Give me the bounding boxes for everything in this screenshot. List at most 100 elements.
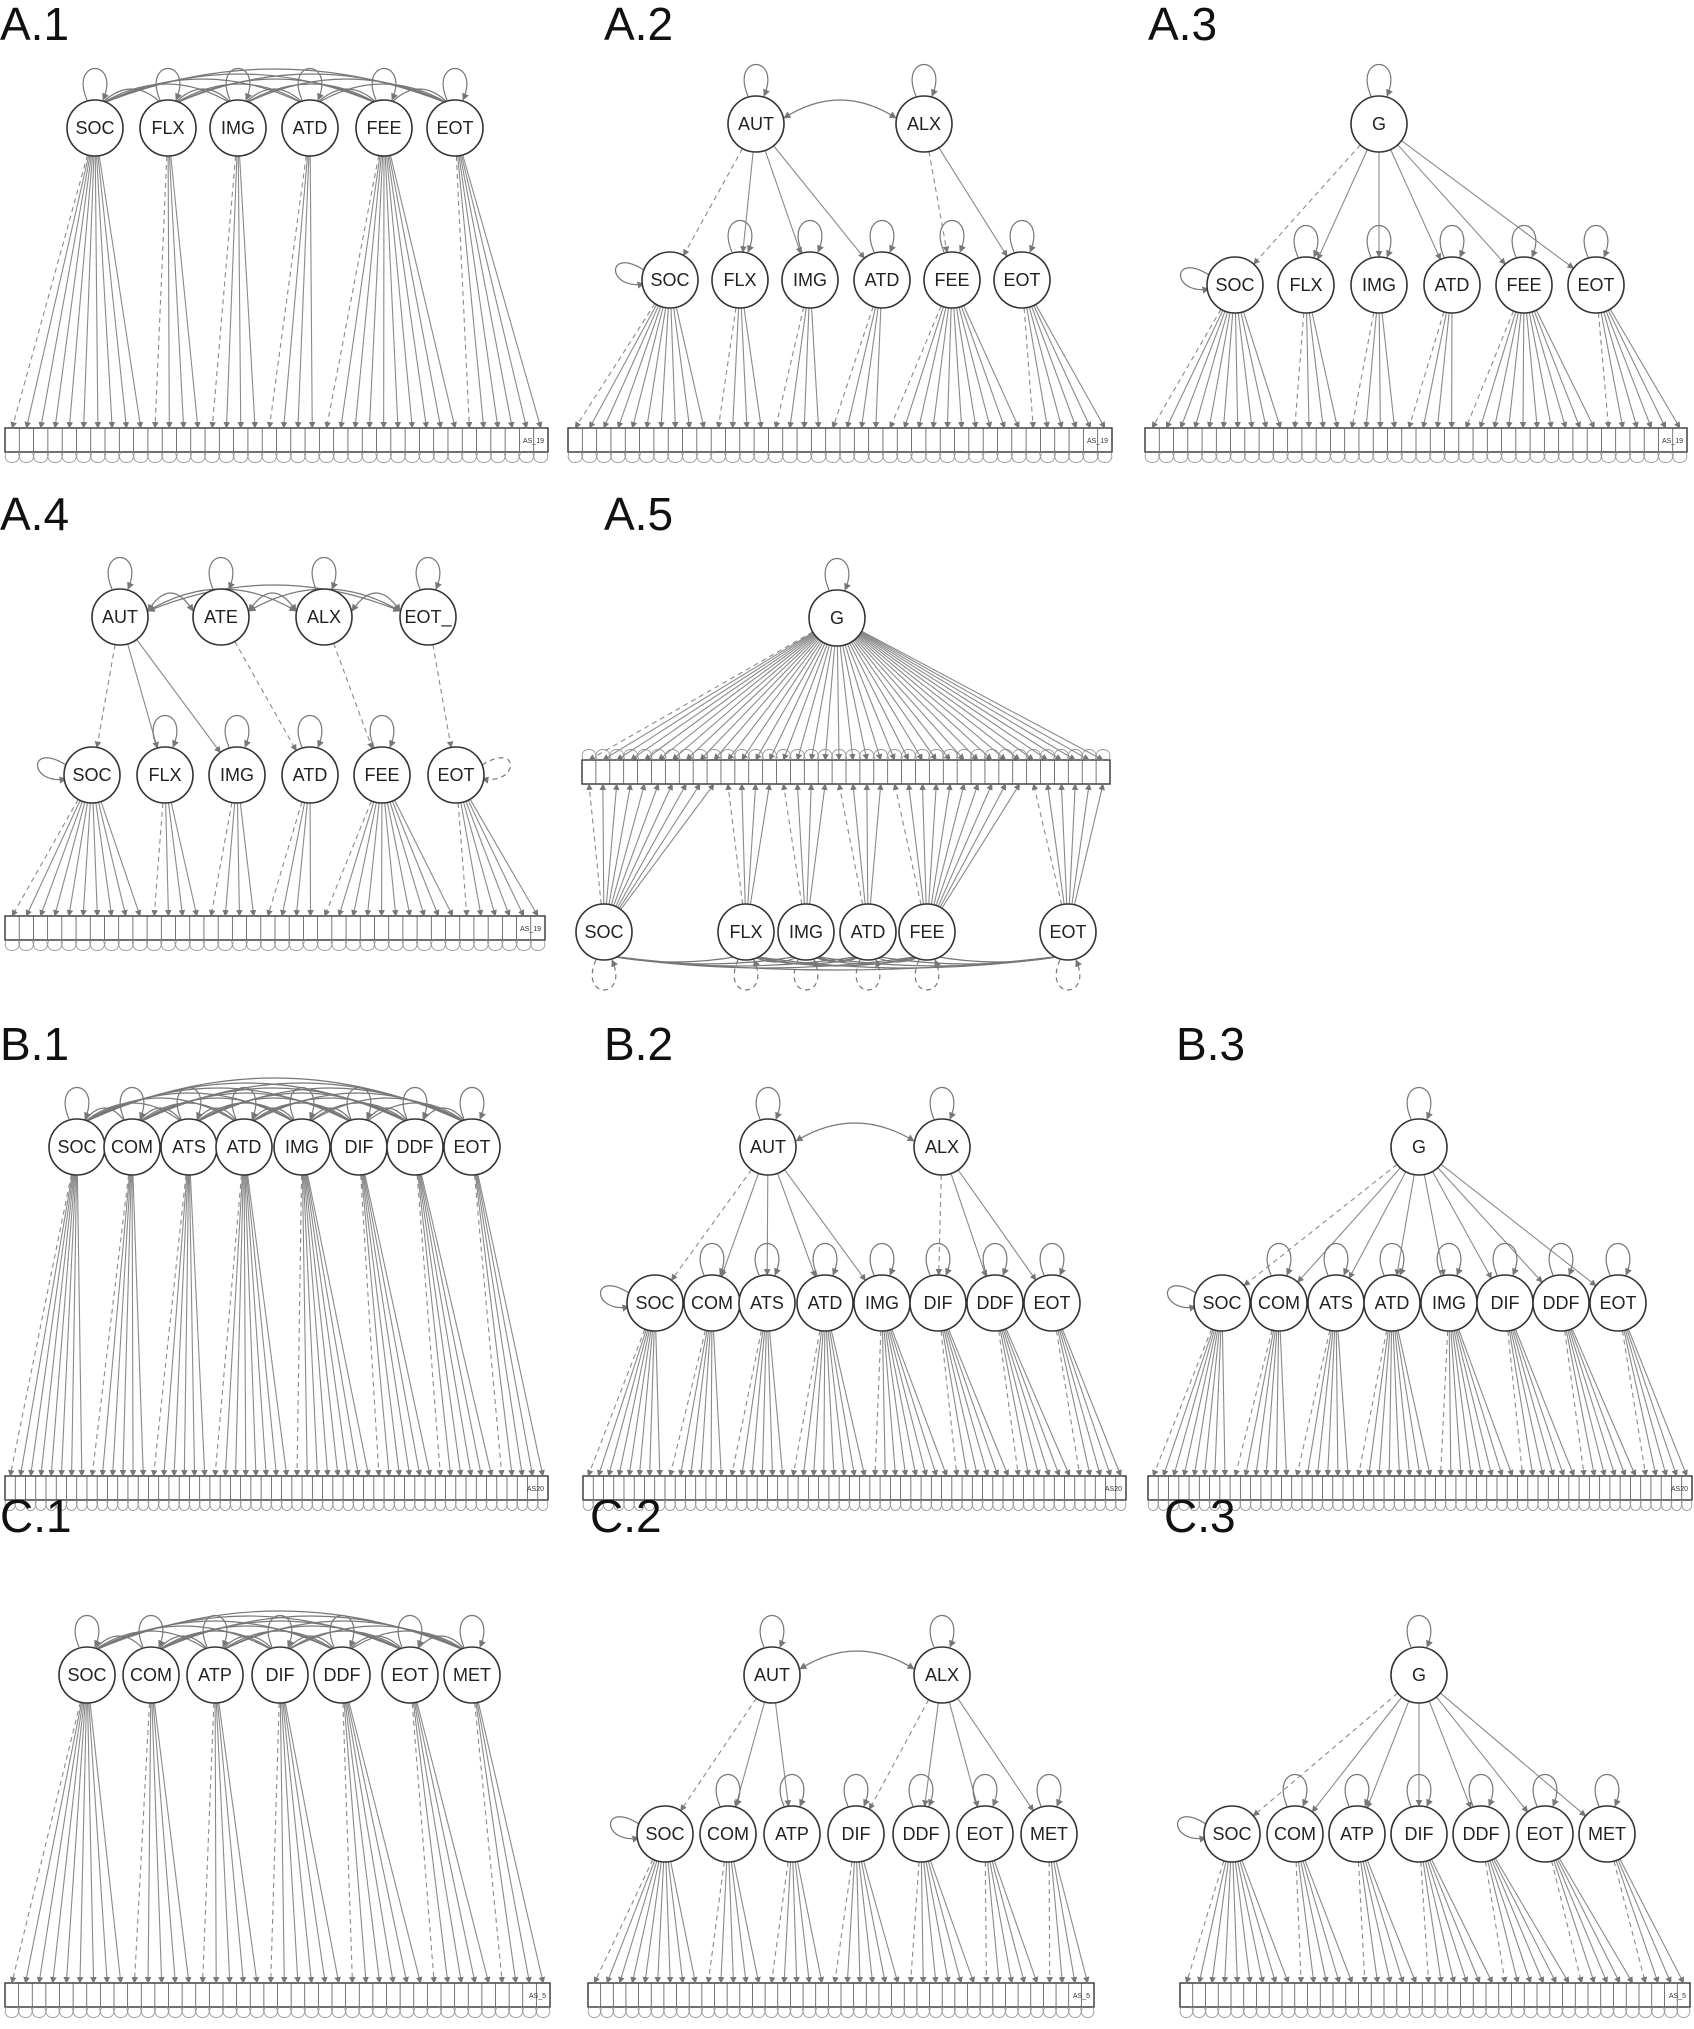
factor-node: IMG	[853, 1274, 911, 1332]
loading-path	[419, 1174, 474, 1477]
residual-loop	[734, 749, 750, 761]
residual-loop	[1485, 2006, 1500, 2018]
loading-path	[928, 783, 940, 905]
variance-loop	[346, 1086, 373, 1120]
loading-path	[1450, 1330, 1464, 1477]
factor-label: MET	[1588, 1824, 1626, 1844]
higher-order-path	[922, 1702, 939, 1807]
factor-label: G	[1412, 1137, 1426, 1157]
loading-path	[907, 1861, 920, 1984]
residual-loop	[1640, 1499, 1652, 1511]
loading-path	[1362, 1861, 1393, 1984]
variance-loop	[1406, 1773, 1433, 1807]
residual-loop	[1465, 1499, 1477, 1511]
residual-loop	[1574, 2006, 1589, 2018]
loading-path	[416, 1701, 491, 1984]
loading-path	[743, 307, 764, 429]
residual-loop	[1105, 1499, 1117, 1511]
factor-node: SOC	[66, 99, 124, 157]
loading-path	[1300, 1861, 1329, 1984]
loading-path	[903, 306, 944, 429]
residual-loop	[1562, 2006, 1576, 2018]
higher-order-path	[935, 1174, 943, 1276]
factor-node: ATD	[281, 746, 339, 804]
factor-label: ATD	[293, 118, 328, 138]
residual-loop	[1447, 2006, 1461, 2018]
loading-path	[673, 307, 693, 429]
residual-loop	[1536, 2006, 1551, 2018]
general-factor-path	[861, 630, 1104, 761]
loading-path	[364, 1174, 433, 1477]
higher-order-path	[136, 639, 221, 754]
loading-path	[937, 783, 993, 907]
residual-loop	[481, 2006, 496, 2018]
variance-loop	[733, 959, 760, 991]
factor-label: ATS	[172, 1137, 206, 1157]
higher-order-path	[784, 1169, 866, 1281]
loading-path	[151, 155, 168, 429]
loading-path	[1366, 1330, 1389, 1477]
factor-node: COM	[699, 1805, 757, 1863]
loading-path	[1071, 783, 1092, 905]
loading-path	[1627, 1328, 1688, 1477]
loading-path	[670, 307, 679, 429]
residual-loop	[522, 2006, 537, 2018]
variance-loop	[107, 556, 134, 590]
loading-path	[87, 1702, 97, 1984]
residual-loop	[18, 2006, 33, 2018]
residual-loop	[828, 2006, 842, 2018]
general-factor-path	[671, 635, 817, 761]
loading-path	[88, 1702, 111, 1984]
residual-loop	[506, 1499, 518, 1511]
general-factor-path	[850, 641, 923, 761]
loading-path	[810, 1330, 824, 1477]
factor-covariance	[82, 1107, 127, 1124]
panel-label: A.1	[0, 0, 69, 50]
loading-path	[1243, 1330, 1275, 1477]
factor-node: IMG	[781, 251, 839, 309]
residual-loop	[118, 939, 134, 951]
general-factor-path	[859, 633, 1049, 761]
factor-node: ATD	[1423, 256, 1481, 314]
loading-path	[10, 154, 89, 429]
loading-path	[1526, 312, 1540, 429]
factor-label: AUT	[102, 607, 138, 627]
loading-path	[588, 304, 658, 429]
loading-path	[129, 1174, 137, 1477]
factor-node: ATD	[839, 903, 897, 961]
loading-path	[794, 783, 805, 905]
higher-order-path	[94, 644, 116, 749]
factor-label: DDF	[903, 1824, 940, 1844]
loading-path	[1152, 1328, 1213, 1477]
residual-loop	[582, 451, 597, 463]
factor-node: DDF	[1532, 1274, 1590, 1332]
factor-label: DIF	[1405, 1824, 1434, 1844]
loading-path	[1434, 312, 1450, 429]
loading-path	[1568, 1329, 1617, 1477]
higher-order-path	[1252, 1692, 1399, 1817]
factor-label: ATS	[750, 1293, 784, 1313]
loading-path	[1456, 1329, 1504, 1477]
loading-path	[869, 783, 884, 905]
residual-loop	[1676, 2006, 1691, 2018]
residual-loop	[1012, 749, 1027, 761]
residual-loop	[1030, 2006, 1044, 2018]
residual-loop	[290, 451, 306, 463]
residual-loop	[979, 2006, 994, 2018]
residual-loop	[1201, 451, 1217, 463]
factor-node: EOT	[426, 99, 484, 157]
residual-loop	[782, 451, 798, 463]
variance-loop	[371, 67, 398, 101]
residual-loop	[537, 1499, 549, 1511]
residual-loop	[839, 451, 855, 463]
loading-path	[1392, 1330, 1403, 1477]
factor-label: EOT	[1526, 1824, 1563, 1844]
loading-path	[1068, 783, 1079, 905]
factor-node: SOC	[48, 1118, 106, 1176]
residual-loop	[61, 939, 77, 951]
residual-loop	[1544, 451, 1559, 463]
variance-loop	[1605, 1242, 1632, 1276]
loading-path	[150, 1174, 187, 1477]
factor-covariance	[307, 1097, 467, 1124]
